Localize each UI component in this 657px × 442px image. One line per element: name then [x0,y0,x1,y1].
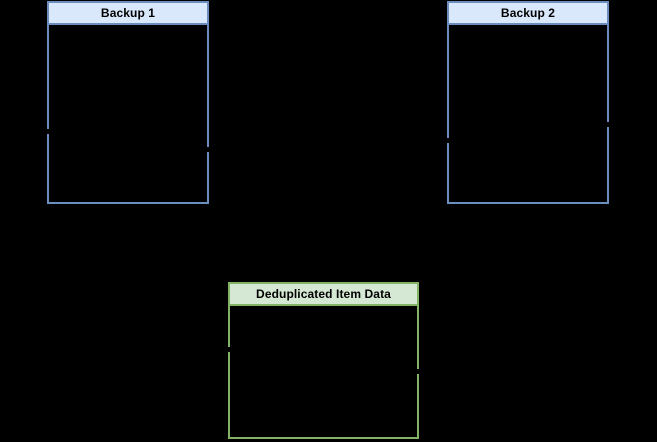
pool-deduplicated-item-data[interactable]: Deduplicated Item Data [227,282,420,439]
pool-backup-1[interactable]: Backup 1 [46,1,210,204]
connection-point-left-deduplicated-item-data[interactable] [227,347,231,352]
pool-title-backup-2: Backup 2 [449,3,607,25]
pool-body-backup-2 [449,25,607,202]
pool-title-deduplicated-item-data: Deduplicated Item Data [230,284,417,306]
connection-point-left-backup-2[interactable] [446,138,450,143]
pool-title-backup-1: Backup 1 [49,3,207,25]
connection-point-right-backup-2[interactable] [606,122,610,127]
pool-backup-2[interactable]: Backup 2 [446,1,610,204]
connection-point-right-deduplicated-item-data[interactable] [416,369,420,374]
pool-body-deduplicated-item-data [230,306,417,437]
pool-body-backup-1 [49,25,207,202]
connection-point-left-backup-1[interactable] [46,129,50,134]
connection-point-right-backup-1[interactable] [206,147,210,152]
